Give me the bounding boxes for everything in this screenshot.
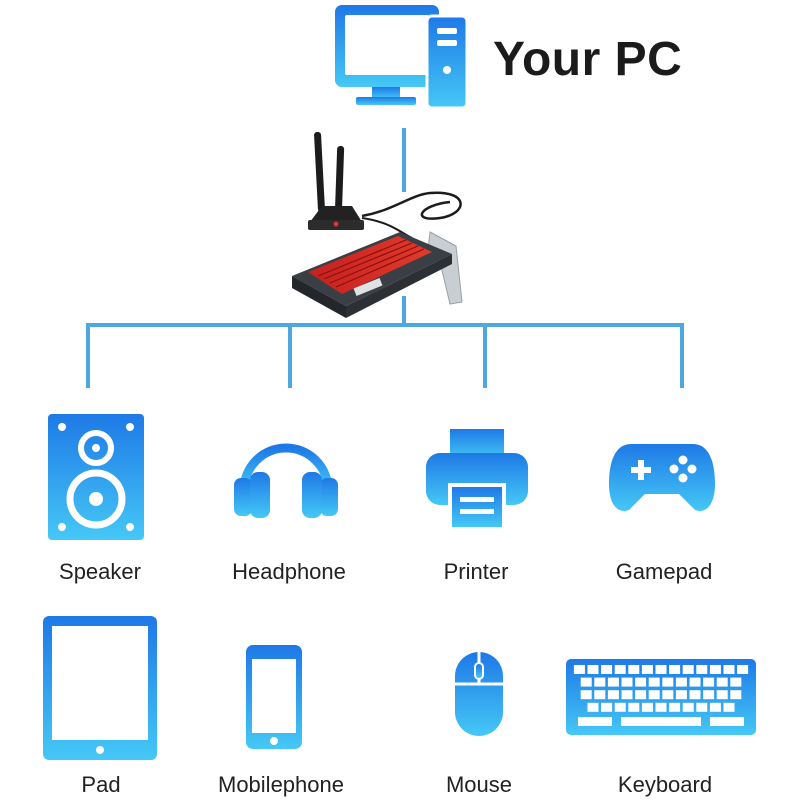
device-label-speaker: Speaker <box>15 559 185 585</box>
keyboard-key <box>717 678 728 687</box>
keyboard-key <box>642 703 653 712</box>
keyboard-key <box>588 665 599 674</box>
keyboard-key <box>574 665 585 674</box>
keyboard-key <box>649 678 660 687</box>
wifi-card-image <box>292 132 462 318</box>
keyboard-key <box>696 703 707 712</box>
device-label-headphone: Headphone <box>204 559 374 585</box>
keyboard-key <box>656 703 667 712</box>
keyboard-key <box>662 690 673 699</box>
speaker-icon <box>48 414 144 540</box>
keyboard-key <box>690 690 701 699</box>
keyboard-key <box>601 703 612 712</box>
device-label-pad: Pad <box>16 772 186 798</box>
keyboard-key <box>690 678 701 687</box>
keyboard-key <box>662 678 673 687</box>
device-label-mobilephone: Mobilephone <box>196 772 366 798</box>
keyboard-key <box>601 665 612 674</box>
keyboard-key <box>628 703 639 712</box>
mouse-icon <box>455 652 503 736</box>
keyboard-key <box>615 665 626 674</box>
keyboard-key <box>594 690 605 699</box>
tablet-icon <box>43 616 157 760</box>
keyboard-key <box>649 690 660 699</box>
keyboard-key <box>622 690 633 699</box>
device-label-mouse: Mouse <box>394 772 564 798</box>
keyboard-key <box>635 690 646 699</box>
keyboard-key <box>656 665 667 674</box>
computer-icon <box>335 5 467 108</box>
headphone-icon <box>232 432 340 518</box>
keyboard-key <box>635 678 646 687</box>
keyboard-key <box>730 678 741 687</box>
keyboard-key <box>724 703 735 712</box>
keyboard-key <box>669 665 680 674</box>
device-label-keyboard: Keyboard <box>580 772 750 798</box>
keyboard-key <box>696 665 707 674</box>
keyboard-key <box>717 690 728 699</box>
keyboard-key <box>594 678 605 687</box>
keyboard-key <box>608 678 619 687</box>
printer-icon <box>426 429 528 527</box>
keyboard-key <box>737 665 748 674</box>
keyboard-key <box>622 678 633 687</box>
keyboard-key <box>588 703 599 712</box>
keyboard-key <box>683 665 694 674</box>
keyboard-key <box>669 703 680 712</box>
keyboard-key <box>710 703 721 712</box>
keyboard-icon <box>566 659 756 735</box>
keyboard-key <box>730 690 741 699</box>
keyboard-key <box>710 717 744 726</box>
keyboard-key <box>615 703 626 712</box>
keyboard-key <box>724 665 735 674</box>
page-title: Your PC <box>493 32 682 87</box>
keyboard-key <box>683 703 694 712</box>
device-label-printer: Printer <box>391 559 561 585</box>
keyboard-spacebar <box>621 717 701 726</box>
keyboard-key <box>581 690 592 699</box>
keyboard-key <box>628 665 639 674</box>
mobile-phone-icon <box>246 645 302 749</box>
keyboard-key <box>642 665 653 674</box>
device-label-gamepad: Gamepad <box>579 559 749 585</box>
keyboard-key <box>676 690 687 699</box>
keyboard-key <box>676 678 687 687</box>
keyboard-key <box>703 678 714 687</box>
keyboard-key <box>608 690 619 699</box>
keyboard-key <box>710 665 721 674</box>
keyboard-key <box>578 717 612 726</box>
keyboard-key <box>703 690 714 699</box>
gamepad-icon <box>609 440 715 514</box>
keyboard-key <box>581 678 592 687</box>
